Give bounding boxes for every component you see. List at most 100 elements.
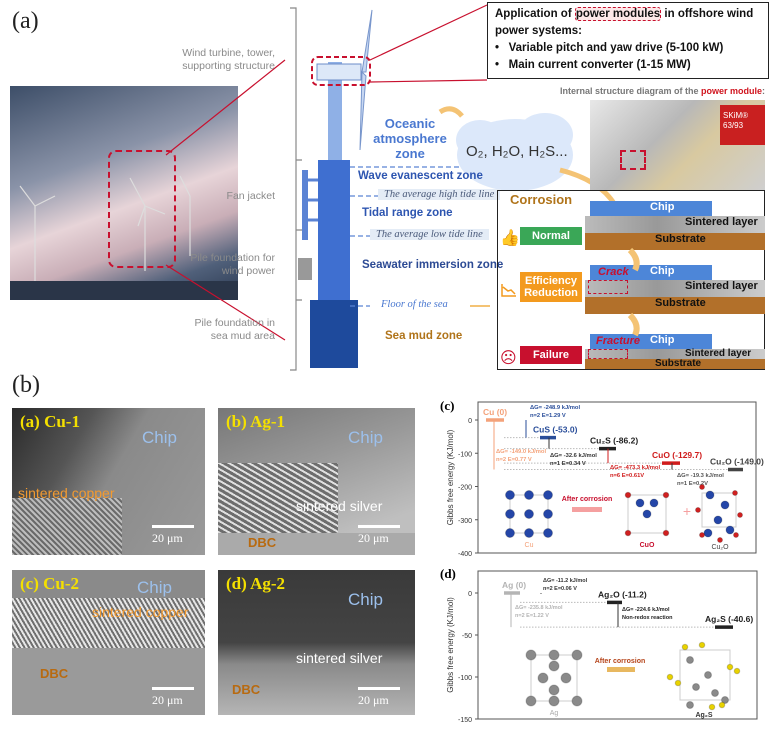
plus-sign: + <box>683 503 691 519</box>
y-tick-label: -400 <box>458 551 472 558</box>
panel-b-label: (b) <box>12 372 40 398</box>
unit-cell <box>701 492 737 528</box>
scale-bar: 20 μm <box>358 531 389 545</box>
structure-label: Ag₂S <box>695 712 712 719</box>
structure-label: Ag <box>550 710 559 717</box>
atom <box>717 537 723 543</box>
zone-mud: Sea mud zone <box>385 330 463 342</box>
annotation-text: n=1 E=0.2V <box>677 481 708 487</box>
sem-label: (c) Cu-2 <box>20 574 80 593</box>
energy-level-label: Cu (0) <box>483 407 507 417</box>
atom <box>525 695 537 707</box>
atom <box>725 525 735 535</box>
atom <box>713 515 723 525</box>
substrate-layer: Substrate <box>585 233 765 250</box>
energy-level-label: Ag₂O (-11.2) <box>598 589 647 599</box>
atom <box>704 671 712 679</box>
zone-immersion: Seawater immersion zone <box>362 259 504 271</box>
atom <box>681 643 689 651</box>
panel-c-label: (c) <box>440 398 455 413</box>
state-failure: Failure <box>520 346 582 364</box>
app-item-2: Main current converter (1-15 MW) <box>508 59 691 71</box>
chip-label: Chip <box>348 428 383 447</box>
sem-image-cu-2: (c) Cu-2 Chip sintered copper DBC 20 μm <box>12 570 205 715</box>
y-tick-label: -100 <box>458 675 472 682</box>
sem-image-cu-1: (a) Cu-1 Chip sintered copper 20 μm <box>12 408 205 555</box>
module-model: 63/93 <box>723 121 744 130</box>
low-tide-line: The average low tide line <box>370 229 489 240</box>
atom <box>524 528 534 538</box>
atom <box>624 529 632 537</box>
substrate-label: DBC <box>40 666 69 681</box>
energy-level-label: CuO (-129.7) <box>652 450 702 460</box>
atom <box>732 490 738 496</box>
sem-image-ag-2: (d) Ag-2 Chip sintered silver DBC 20 μm <box>218 570 415 715</box>
atom <box>543 528 553 538</box>
arrow-label: After corrosion <box>562 496 613 503</box>
atom <box>720 500 730 510</box>
annotation-text: n=2 E=0.06 V <box>543 586 577 592</box>
power-module-photo: SKiM®63/93 <box>590 100 765 190</box>
chip-layer: Chip <box>590 265 712 280</box>
tower <box>328 62 342 162</box>
energy-level-label: Cu₂S (-86.2) <box>590 436 638 446</box>
y-tick-label: -200 <box>458 485 472 492</box>
sintered-layer: Sintered layer <box>585 216 765 233</box>
atom <box>708 703 716 711</box>
atom <box>695 507 701 513</box>
sem-label: (a) Cu-1 <box>20 412 80 431</box>
caption-pre: Internal structure diagram of the <box>559 86 701 96</box>
atom <box>505 509 515 519</box>
annotation-text: n=6 E=0.61V <box>610 473 644 479</box>
chip-label: Chip <box>348 590 383 609</box>
pile <box>318 160 350 300</box>
atom <box>721 696 729 704</box>
energy-level-label: CuS (-53.0) <box>533 425 578 435</box>
plot-frame <box>477 401 757 554</box>
app-title-post: in offshore wind power systems: <box>495 8 754 37</box>
atom <box>524 490 534 500</box>
corrosive-gases: O₂, H₂O, H₂S... <box>466 143 568 160</box>
corrosion-arrow <box>572 507 602 512</box>
atom <box>726 663 734 671</box>
app-title-highlight: power modules <box>574 7 662 21</box>
corrosion-arrow <box>607 667 635 672</box>
label-pile-foundation: Pile foundation for wind power <box>190 252 275 277</box>
structure-label: Cu₂O <box>711 544 729 551</box>
arrow-label: After corrosion <box>595 658 646 665</box>
atom <box>548 684 560 696</box>
panel-d-label: (d) <box>440 566 456 581</box>
atom <box>537 672 549 684</box>
caption-highlight: power module <box>700 86 762 96</box>
y-tick-label: -300 <box>458 518 472 525</box>
scale-bar: 20 μm <box>152 531 183 545</box>
y-axis-label: Gibbs free energy (KJ/mol) <box>446 597 455 693</box>
sintered-layer: Sintered layer <box>585 280 765 297</box>
annotation-text: ΔG= -224.6 kJ/mol <box>622 607 670 613</box>
atom <box>699 484 705 490</box>
atom <box>718 701 726 709</box>
module-brand: SKiM® <box>723 111 749 120</box>
energy-level-label: Ag₂S (-40.6) <box>705 614 753 624</box>
atom <box>733 532 739 538</box>
annotation-text: ΔG= -235.8 kJ/mol <box>515 605 563 611</box>
structure-label: Cu <box>525 542 534 549</box>
app-title-pre: Application of <box>495 8 575 20</box>
y-tick-label: -50 <box>462 633 472 640</box>
atom <box>649 498 659 508</box>
scale-bar: 20 μm <box>152 693 183 707</box>
y-tick-label: -150 <box>458 717 472 724</box>
atom <box>666 673 674 681</box>
atom <box>686 701 694 709</box>
atom <box>674 679 682 687</box>
y-tick-label: -100 <box>458 451 472 458</box>
atom <box>733 667 741 675</box>
sad-face-icon: ☹ <box>500 350 517 367</box>
substrate-label: DBC <box>248 535 277 550</box>
structure-label: CuO <box>640 542 655 549</box>
zone-tidal: Tidal range zone <box>362 207 453 219</box>
y-axis-label: Gibbs free energy (KJ/mol) <box>446 429 455 525</box>
chip-label: Chip <box>142 428 177 447</box>
